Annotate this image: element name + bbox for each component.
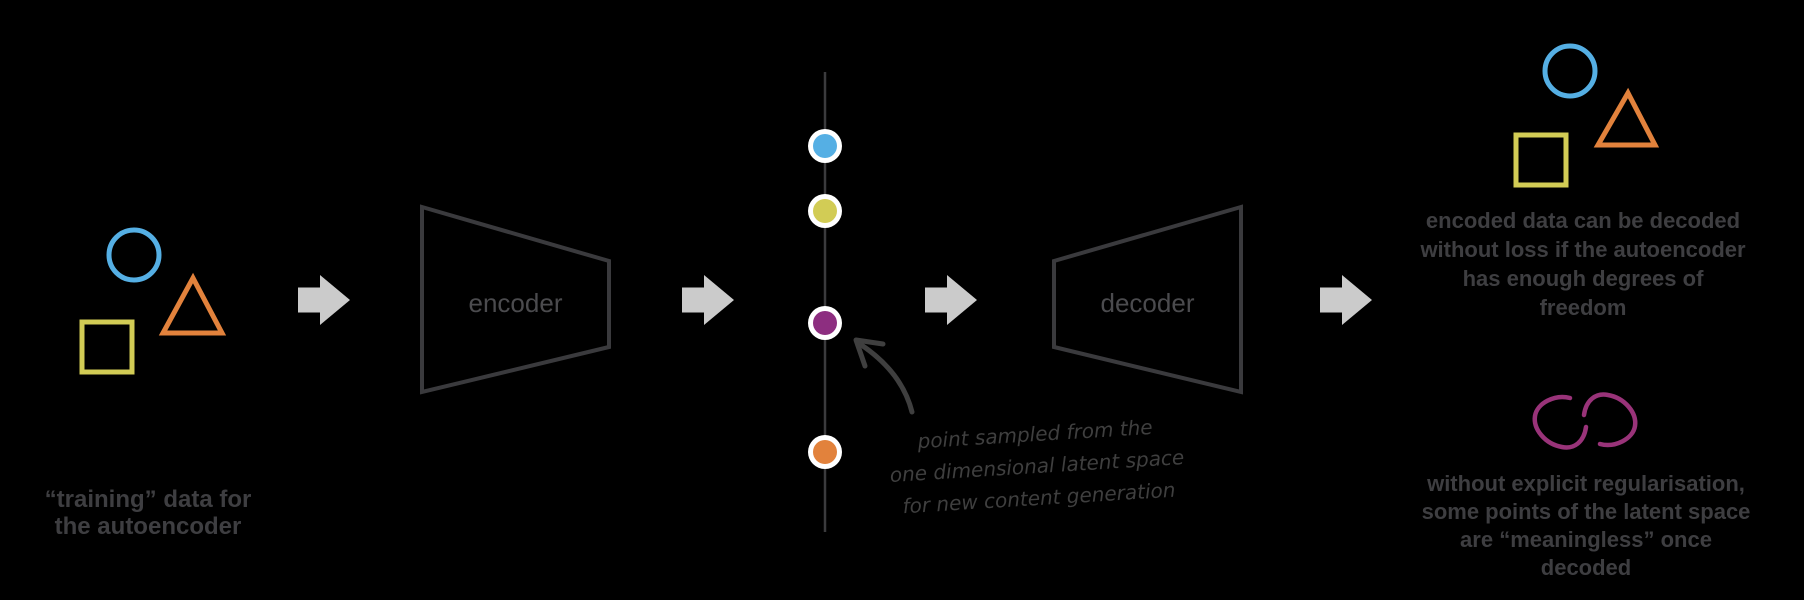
encoder-block [420,204,611,395]
decoder-block [1052,204,1243,395]
caption-line: the autoencoder [54,513,242,540]
caption-line: without loss if the autoencoder [1420,237,1746,262]
meaningless-points-caption: without explicit regularisation, some po… [1418,470,1754,582]
latent-point-yellow [808,194,842,228]
flow-arrow-icon [298,275,350,325]
latent-point-orange [808,435,842,469]
training-data-caption: “training” data for the autoencoder [20,486,276,540]
triangle-icon [1593,87,1660,148]
caption-line: encoded data can be decoded [1425,208,1741,233]
flow-arrow-icon [925,275,977,325]
encoder-label: encoder [468,288,563,318]
flow-arrow-icon [1320,275,1372,325]
interlocked-squiggle-icon [1532,392,1638,450]
square-icon [79,319,135,375]
latent-point-blue [808,129,842,163]
caption-line: “training” data for [44,486,252,513]
triangle-icon [158,272,227,336]
decoded-without-loss-caption: encoded data can be decoded without loss… [1418,206,1748,322]
caption-line: are “meaningless” once decoded [1460,527,1712,580]
input-shapes-group [79,227,227,375]
circle-icon [1542,43,1598,99]
annotation-arrow-icon [853,337,915,415]
circle-icon [106,227,162,283]
caption-line: without explicit regularisation, [1427,471,1745,496]
caption-line: some points of the latent space [1421,499,1751,524]
latent-point-purple [808,306,842,340]
caption-line: has enough degrees of freedom [1462,266,1704,320]
flow-arrow-icon [682,275,734,325]
square-icon [1513,132,1569,188]
output-shapes-group [1513,43,1660,188]
decoder-label: decoder [1100,288,1195,318]
